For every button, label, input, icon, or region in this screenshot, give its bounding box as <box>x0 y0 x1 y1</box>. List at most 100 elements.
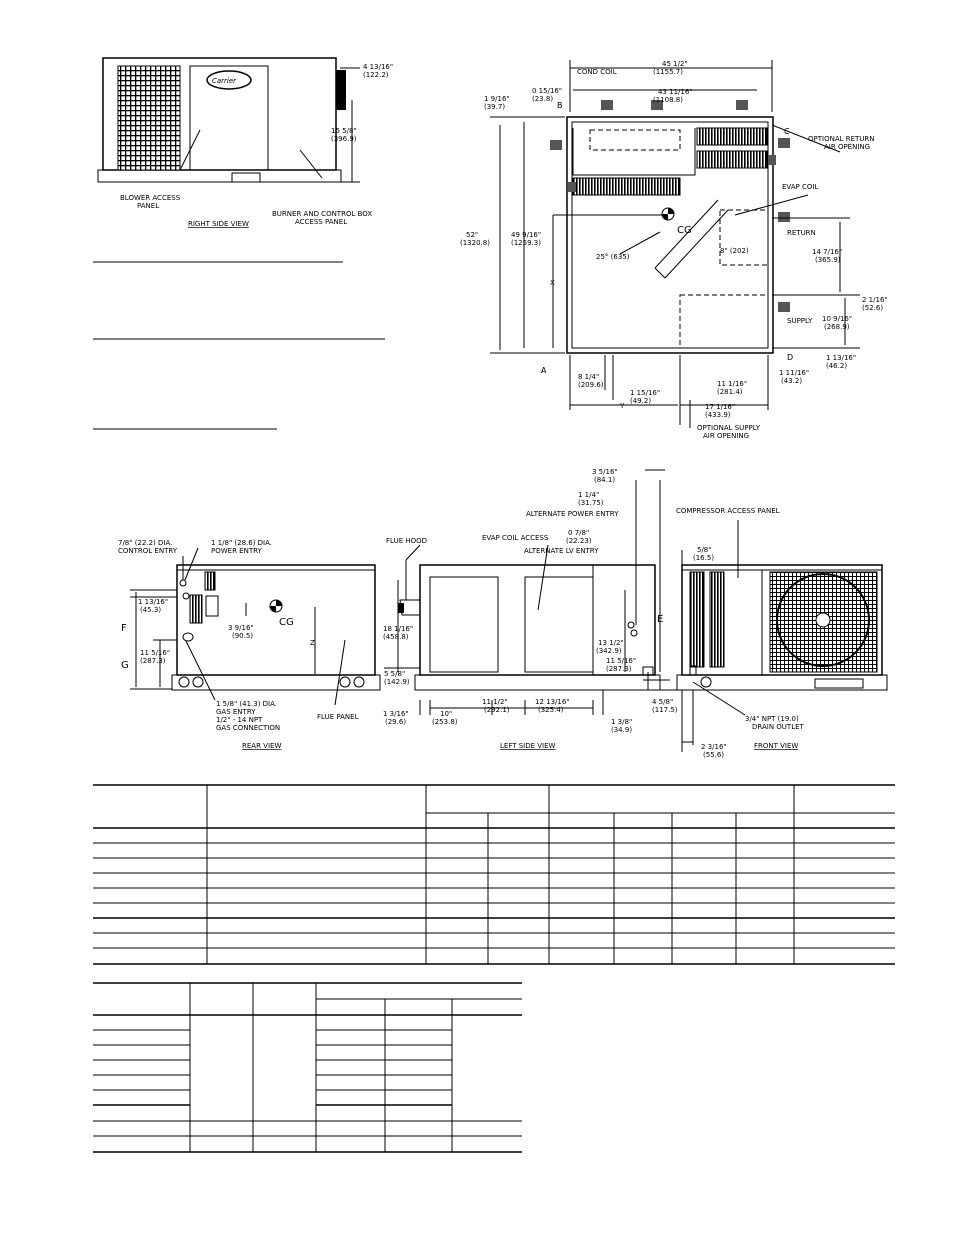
dim-11-1-left-b: (292.1) <box>484 706 510 714</box>
dim-1-11-a: 1 11/16" <box>779 369 809 377</box>
burner-panel-label-1: BURNER AND CONTROL BOX <box>272 210 372 218</box>
dim-8-202: 8" (202) <box>720 247 749 255</box>
carrier-logo-text: Carrier <box>212 77 237 85</box>
dim-1-3-a: 1 3/16" <box>383 710 409 718</box>
gas-entry-4: GAS CONNECTION <box>216 724 280 732</box>
evap-coil-access-label: EVAP COIL ACCESS <box>482 534 549 542</box>
e-label: E <box>657 614 663 625</box>
dim-10-9-b: (268.9) <box>824 323 850 331</box>
dim-11-5-rear-a: 11 5/16" <box>140 649 170 657</box>
dim-18-1-a: 18 1/16" <box>383 625 413 633</box>
dim-3-9-b: (90.5) <box>232 632 253 640</box>
dim-5-8-a: 5/8" <box>697 546 712 554</box>
control-entry-1: 7/8" (22.2) DIA. <box>118 539 172 547</box>
dim-3-5-a: 3 5/16" <box>592 468 618 476</box>
dim-1-3-b: (29.6) <box>385 718 406 726</box>
alt-power-entry-label: ALTERNATE POWER ENTRY <box>526 510 619 518</box>
weights-table <box>93 982 522 1153</box>
dim-3-5-b: (84.1) <box>594 476 615 484</box>
dim-14-7-a: 14 7/16" <box>812 248 842 256</box>
x-label: X <box>550 279 555 287</box>
dim-10-b: (253.8) <box>432 718 458 726</box>
dim-14-7-b: (365.9) <box>815 256 841 264</box>
rear-view <box>130 547 381 706</box>
dim-52-a: 52" <box>466 231 478 239</box>
dim-10-9-a: 10 9/16" <box>822 315 852 323</box>
dim-1-15-a: 1 15/16" <box>630 389 660 397</box>
dim-13-1-b: (342.9) <box>596 647 622 655</box>
dim-5-8-b: (16.5) <box>693 554 714 562</box>
dim-12-13-b: (325.4) <box>538 706 564 714</box>
gas-entry-1: 1 5/8" (41.3) DIA. <box>216 700 277 708</box>
dim-0-7-b: (22.23) <box>566 537 592 545</box>
dim-43-b: (1108.8) <box>653 96 683 104</box>
dim-1-13-a: 1 13/16" <box>826 354 856 362</box>
dim-17-1-a: 17 1/16" <box>705 403 735 411</box>
dim-2-1-b: (52.6) <box>862 304 883 312</box>
dim-15-5-a: 15 5/8" <box>331 127 357 135</box>
dim-15-5-b: (396.9) <box>331 135 357 143</box>
control-entry-2: CONTROL ENTRY <box>118 547 178 555</box>
drain-1: 3/4" NPT (19.0) <box>745 715 799 723</box>
dim-4-13-b: (122.2) <box>363 71 389 79</box>
dim-2-3-b: (55.6) <box>703 751 724 759</box>
dim-49-b: (1259.3) <box>511 239 541 247</box>
cond-coil-label: COND COIL <box>577 68 617 76</box>
g-label: G <box>121 660 129 671</box>
dim-12-13-a: 12 13/16" <box>535 698 570 706</box>
dim-11-5-left-a: 11 5/16" <box>606 657 636 665</box>
power-entry-2: POWER ENTRY <box>211 547 263 555</box>
left-side-view <box>384 469 670 715</box>
dim-2-3-a: 2 3/16" <box>701 743 727 751</box>
dim-1-38-a: 1 3/8" <box>611 718 632 726</box>
compressor-panel-label: COMPRESSOR ACCESS PANEL <box>676 507 780 515</box>
dim-1-13-b: (46.2) <box>826 362 847 370</box>
burner-panel-label-2: ACCESS PANEL <box>295 218 347 226</box>
dim-5-5-b: (142.9) <box>384 678 410 686</box>
z-label: Z <box>310 639 315 647</box>
supply-label: SUPPLY <box>787 317 813 325</box>
dim-2-1-a: 2 1/16" <box>862 296 888 304</box>
optional-return-1: OPTIONAL RETURN <box>808 135 875 143</box>
optional-supply-1: OPTIONAL SUPPLY <box>697 424 761 432</box>
dim-1-15-b: (49.2) <box>630 397 651 405</box>
rear-view-title: REAR VIEW <box>242 742 281 750</box>
dim-1-38-b: (34.9) <box>611 726 632 734</box>
dim-1-9-b: (39.7) <box>484 103 505 111</box>
return-label: RETURN <box>787 229 816 237</box>
dim-0-15-a: 0 15/16" <box>532 87 562 95</box>
dim-8-1-a: 8 1/4" <box>578 373 599 381</box>
label-d: D <box>787 353 793 362</box>
left-side-view-title: LEFT SIDE VIEW <box>500 742 556 750</box>
dim-11-1-a: 11 1/16" <box>717 380 747 388</box>
right-side-view <box>97 57 360 183</box>
dim-1-1-a: 1 1/4" <box>578 491 599 499</box>
cg-label-top: CG <box>677 225 692 236</box>
dim-1-13-rear-a: 1 13/16" <box>138 598 168 606</box>
dim-1-13-rear-b: (45.3) <box>140 606 161 614</box>
dim-11-1-left-a: 11 1/2" <box>482 698 508 706</box>
cg-label-rear: CG <box>279 617 294 628</box>
dim-52-b: (1320.8) <box>460 239 490 247</box>
dim-45-a: 45 1/2" <box>662 60 688 68</box>
dim-45-b: (1155.7) <box>653 68 683 76</box>
blower-panel-label-2: PANEL <box>137 202 159 210</box>
dim-5-5-a: 5 5/8" <box>384 670 405 678</box>
front-view-title: FRONT VIEW <box>754 742 798 750</box>
label-c: C <box>784 127 790 136</box>
angle-label: 25° (635) <box>596 253 630 261</box>
dim-0-15-b: (23.8) <box>532 95 553 103</box>
dim-18-1-b: (458.8) <box>383 633 409 641</box>
dim-8-1-b: (209.6) <box>578 381 604 389</box>
flue-panel-label: FLUE PANEL <box>317 713 359 721</box>
power-entry-1: 1 1/8" (28.6) DIA. <box>211 539 272 547</box>
front-view <box>660 520 888 752</box>
flue-hood-label: FLUE HOOD <box>386 537 427 545</box>
dim-11-5-rear-b: (287.3) <box>140 657 166 665</box>
dim-0-7-a: 0 7/8" <box>568 529 589 537</box>
alt-lv-entry-label: ALTERNATE LV ENTRY <box>524 547 599 555</box>
dim-4-13-a: 4 13/16" <box>363 63 393 71</box>
dim-11-1-b: (281.4) <box>717 388 743 396</box>
drain-2: DRAIN OUTLET <box>752 723 805 731</box>
dim-4-5-b: (117.5) <box>652 706 678 714</box>
